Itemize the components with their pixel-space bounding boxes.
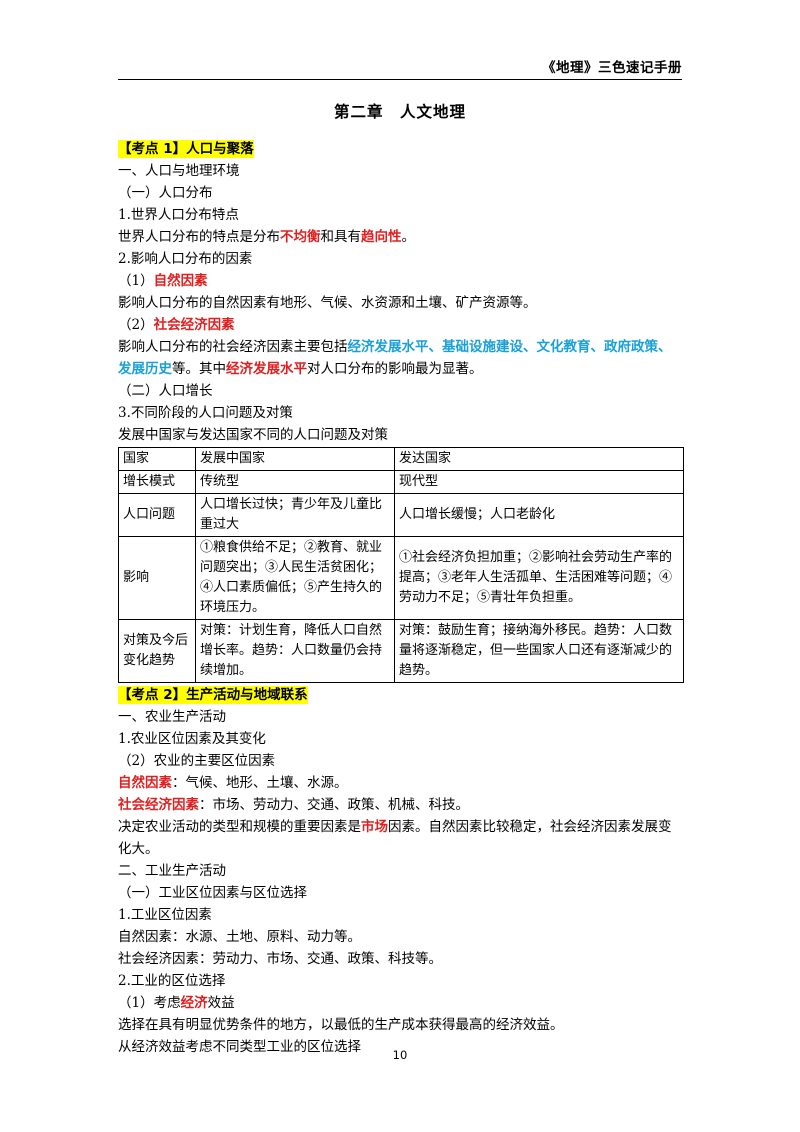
section-1-heading-line: 【考点 1】人口与聚落 — [118, 138, 684, 160]
text-run: 影响人口分布的社会经济因素主要包括 — [118, 339, 348, 355]
text-run: 因素。自然因素比较稳定，社会经济因素发展变化大。 — [118, 819, 672, 857]
table-header-cell: 国家 — [118, 447, 196, 471]
red-keyword: 经济 — [180, 995, 208, 1011]
red-keyword: 自然因素 — [118, 775, 172, 791]
text-line: 世界人口分布的特点是分布不均衡和具有趋向性。 — [118, 226, 684, 248]
red-keyword: 不均衡 — [280, 229, 321, 245]
text-run: 。 — [401, 229, 416, 245]
text-run: 世界人口分布的特点是分布 — [118, 229, 280, 245]
text-line: 自然因素：气候、地形、土壤、水源。 — [118, 772, 684, 794]
table-header-cell: 发达国家 — [394, 447, 684, 471]
text-line: 3.不同阶段的人口问题及对策 — [118, 405, 293, 421]
population-issues-table: 国家 发展中国家 发达国家 增长模式 传统型 现代型 人口问题 人口增长过快；青… — [118, 447, 684, 683]
blue-keyword: 经济发展水平、基础设施建设、文化教育、政府政策、发展历史 — [118, 339, 672, 377]
table-cell: 对策：计划生育，降低人口自然增长率。趋势：人口数量仍会持续增加。 — [195, 619, 395, 683]
section-1-heading: 【考点 1】人口与聚落 — [118, 140, 254, 158]
table-cell: 影响 — [118, 536, 196, 620]
table-cell: ①粮食供给不足；②教育、就业问题突出；③人民生活贫困化；④人口素质偏低；⑤产生持… — [195, 536, 395, 620]
table-header-row: 国家 发展中国家 发达国家 — [118, 447, 684, 471]
text-line: 选择在具有明显优势条件的地方，以最低的生产成本获得最高的经济效益。 — [118, 1017, 564, 1033]
table-cell: 人口增长过快；青少年及儿童比重过大 — [195, 493, 395, 537]
text-line: 发展中国家与发达国家不同的人口问题及对策 — [118, 427, 388, 443]
running-header-title: 《地理》三色速记手册 — [542, 60, 682, 76]
text-line: 二、工业生产活动 — [118, 863, 226, 879]
text-line: 社会经济因素：劳动力、市场、交通、政策、科技等。 — [118, 951, 442, 967]
main-content: 【考点 1】人口与聚落 一、人口与地理环境 （一）人口分布 1.世界人口分布特点… — [118, 138, 684, 1058]
text-line: 1.农业区位因素及其变化 — [118, 731, 266, 747]
text-run: （2） — [118, 317, 154, 333]
text-line: （2）社会经济因素 — [118, 314, 684, 336]
table-cell: 对策：鼓励生育；接纳海外移民。趋势：人口数量将逐渐稳定，但一些国家人口还有逐渐减… — [394, 619, 684, 683]
table-cell: 对策及今后变化趋势 — [118, 619, 196, 683]
text-line: 1.工业区位因素 — [118, 907, 212, 923]
text-line: （1）考虑经济效益 — [118, 992, 684, 1014]
section-2-heading-line: 【考点 2】生产活动与地域联系 — [118, 684, 684, 706]
table-row: 影响 ①粮食供给不足；②教育、就业问题突出；③人民生活贫困化；④人口素质偏低；⑤… — [118, 536, 684, 620]
red-keyword: 自然因素 — [153, 273, 208, 289]
section-2-heading: 【考点 2】生产活动与地域联系 — [118, 686, 308, 704]
text-line: （1）自然因素 — [118, 270, 684, 292]
red-keyword: 趋向性 — [361, 229, 402, 245]
text-run: 效益 — [207, 995, 235, 1011]
header-rule — [118, 79, 682, 80]
text-line: 自然因素：水源、土地、原料、动力等。 — [118, 929, 361, 945]
page-number: 10 — [392, 1048, 408, 1062]
text-line: 一、人口与地理环境 — [118, 163, 240, 179]
table-row: 对策及今后变化趋势 对策：计划生育，降低人口自然增长率。趋势：人口数量仍会持续增… — [118, 619, 684, 683]
text-line: （2）农业的主要区位因素 — [118, 753, 276, 769]
table-header-cell: 发展中国家 — [195, 447, 395, 471]
table-row: 人口问题 人口增长过快；青少年及儿童比重过大 人口增长缓慢；人口老龄化 — [118, 493, 684, 537]
text-run: （1）考虑 — [118, 995, 181, 1011]
text-line: 2.工业的区位选择 — [118, 973, 226, 989]
table-cell: 人口增长缓慢；人口老龄化 — [394, 493, 684, 537]
table-cell: 现代型 — [394, 470, 684, 494]
red-keyword: 市场 — [361, 819, 388, 835]
table-cell: 人口问题 — [118, 493, 196, 537]
red-keyword: 社会经济因素 — [153, 317, 235, 333]
text-line: 2.影响人口分布的因素 — [118, 251, 253, 267]
text-run: ：气候、地形、土壤、水源。 — [172, 775, 348, 791]
text-line: 影响人口分布的自然因素有地形、气候、水资源和土壤、矿产资源等。 — [118, 295, 537, 311]
text-line: （一）工业区位因素与区位选择 — [118, 885, 307, 901]
text-line: （一）人口分布 — [118, 185, 213, 201]
red-keyword: 社会经济因素 — [118, 797, 199, 813]
text-run: 和具有 — [320, 229, 362, 245]
text-run: ：市场、劳动力、交通、政策、机械、科技。 — [199, 797, 469, 813]
table-cell: 增长模式 — [118, 470, 196, 494]
text-line: （二）人口增长 — [118, 383, 213, 399]
text-run: 决定农业活动的类型和规模的重要因素是 — [118, 819, 361, 835]
text-line: 1.世界人口分布特点 — [118, 207, 239, 223]
chapter-title: 第二章 人文地理 — [333, 103, 466, 121]
text-run: （1） — [118, 273, 154, 289]
text-paragraph: 影响人口分布的社会经济因素主要包括经济发展水平、基础设施建设、文化教育、政府政策… — [118, 336, 684, 380]
table-row: 增长模式 传统型 现代型 — [118, 470, 684, 494]
text-line: 从经济效益考虑不同类型工业的区位选择 — [118, 1039, 361, 1055]
text-line: 一、农业生产活动 — [118, 709, 226, 725]
red-keyword: 经济发展水平 — [226, 361, 307, 377]
table-cell: 传统型 — [195, 470, 395, 494]
text-run: 对人口分布的影响最为显著。 — [307, 361, 483, 377]
text-paragraph: 决定农业活动的类型和规模的重要因素是市场因素。自然因素比较稳定，社会经济因素发展… — [118, 816, 684, 860]
text-line: 社会经济因素：市场、劳动力、交通、政策、机械、科技。 — [118, 794, 684, 816]
text-run: 等。其中 — [172, 361, 226, 377]
table-cell: ①社会经济负担加重；②影响社会劳动生产率的提高；③老年人生活孤单、生活困难等问题… — [394, 536, 684, 620]
